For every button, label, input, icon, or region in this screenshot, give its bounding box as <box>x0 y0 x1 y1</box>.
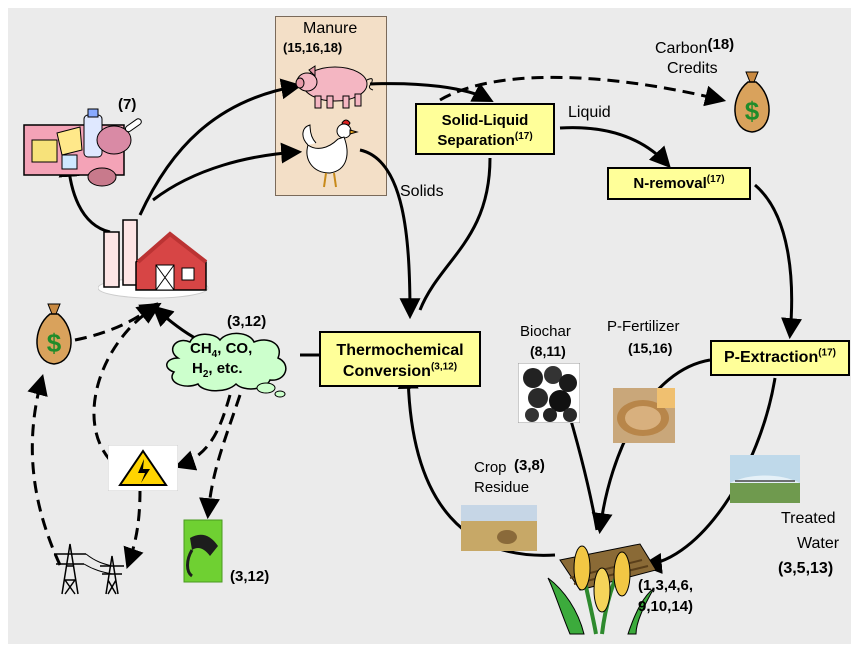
pextraction-refs: (17) <box>818 347 837 359</box>
svg-text:$: $ <box>47 328 62 358</box>
manure-title: Manure <box>303 20 358 37</box>
pfertilizer-refs: (15,16) <box>628 340 673 356</box>
food-refs: (7) <box>118 96 137 113</box>
svg-text:$: $ <box>745 96 760 126</box>
power-tower-icon <box>54 543 124 595</box>
money-bag-icon: $ <box>36 303 72 365</box>
arrow-nremoval-to-pextraction <box>754 183 802 340</box>
thermo-line2-wrap: Conversion(3,12) <box>321 361 479 382</box>
treated-water-line2: Water <box>797 535 840 552</box>
separation-line2: Separation <box>437 132 515 149</box>
thermo-refs: (3,12) <box>430 361 458 373</box>
biochar-photo <box>518 363 580 423</box>
crops-refs-line2: 9,10,14) <box>638 598 694 615</box>
separation-refs: (17) <box>514 131 533 142</box>
food-icon <box>23 108 142 187</box>
crop-residue-crop: Crop <box>474 459 507 476</box>
solids-label: Solids <box>400 183 444 200</box>
gas-ch-sub: 4 <box>211 349 218 360</box>
crop-residue-line1: Crop <box>474 459 507 476</box>
crop-residue-line2: Residue <box>474 479 530 496</box>
gas-line2: H2, etc. <box>192 360 243 380</box>
liquid-label: Liquid <box>568 104 611 121</box>
gas-etc: , etc. <box>208 360 243 377</box>
farm-barn-icon <box>98 219 209 299</box>
fuel-pump-icon <box>183 519 223 583</box>
arrow-farm-to-chicken <box>152 142 303 202</box>
gas-refs: (3,12) <box>227 313 267 330</box>
biochar-refs: (8,11) <box>530 343 566 359</box>
pig-icon <box>295 65 374 109</box>
gas-cloud <box>166 332 287 398</box>
gas-h-sub: 2 <box>202 369 209 380</box>
nremoval-box: N-removal(17) <box>607 167 751 200</box>
fertilizer-photo <box>613 388 675 443</box>
separation-line1: Solid-Liquid <box>441 112 529 129</box>
arrow-tower-to-money <box>27 373 62 566</box>
arrow-separation-to-nremoval <box>559 126 671 169</box>
arrow-gas-to-electricity <box>174 394 232 471</box>
arrow-pextraction-to-crops <box>640 377 777 574</box>
arrow-gas-to-fuel <box>199 394 242 520</box>
arrow-pig-to-separation <box>369 82 494 102</box>
crop-residue-photo <box>461 505 537 551</box>
treated-water-line1: Treated <box>781 510 836 527</box>
separation-box: Solid-Liquid Separation(17) <box>415 103 555 155</box>
crop-residue-refs: (3,8) <box>514 457 545 474</box>
arrow-separation-to-carbon <box>439 75 727 107</box>
arrow-electricity-to-farm <box>92 302 162 461</box>
arrow-pextraction-to-fertilizer-crops <box>591 358 711 535</box>
treated-water-refs: (3,5,13) <box>778 560 834 577</box>
pextraction-box: P-Extraction(17) <box>710 340 850 376</box>
carbon-refs: (18) <box>707 36 735 53</box>
thermo-line2: Conversion <box>342 363 431 380</box>
arrow-chicken-to-thermo <box>359 148 421 320</box>
carbon-title-text: Carbon <box>655 40 708 57</box>
arrow-farm-to-pig <box>138 78 303 216</box>
pextraction-label: P-Extraction <box>723 349 819 366</box>
gas-h: H <box>192 360 203 377</box>
manure-refs: (15,16,18) <box>283 40 343 55</box>
gas-ch: CH <box>190 340 212 357</box>
thermo-box: Thermochemical Conversion(3,12) <box>319 331 481 387</box>
biochar-title: Biochar <box>520 323 571 340</box>
arrow-cropresidue-to-thermo <box>397 367 556 557</box>
high-voltage-icon <box>108 445 178 491</box>
crops-refs-line1: (1,3,4,6, <box>638 577 694 594</box>
pfertilizer-title: P-Fertilizer <box>607 318 680 335</box>
crops-icon <box>547 543 657 635</box>
gas-line1: CH4, CO, <box>190 340 253 360</box>
arrow-separation-to-thermo <box>418 157 492 311</box>
carbon-title: Carbon(18) <box>655 36 734 58</box>
irrigation-photo <box>730 455 800 503</box>
nremoval-label: N-removal <box>633 175 707 192</box>
gas-co: , CO, <box>217 340 253 357</box>
money-bag-icon: $ <box>734 71 770 133</box>
separation-line2-wrap: Separation(17) <box>417 131 553 151</box>
thermo-line1: Thermochemical <box>336 342 464 359</box>
carbon-credits-label: Credits <box>667 60 718 77</box>
fuel-refs: (3,12) <box>230 568 270 585</box>
chicken-icon <box>302 119 359 188</box>
arrow-money-to-farm <box>74 302 159 342</box>
arrow-electricity-to-tower <box>123 489 144 569</box>
nremoval-refs: (17) <box>706 174 725 185</box>
